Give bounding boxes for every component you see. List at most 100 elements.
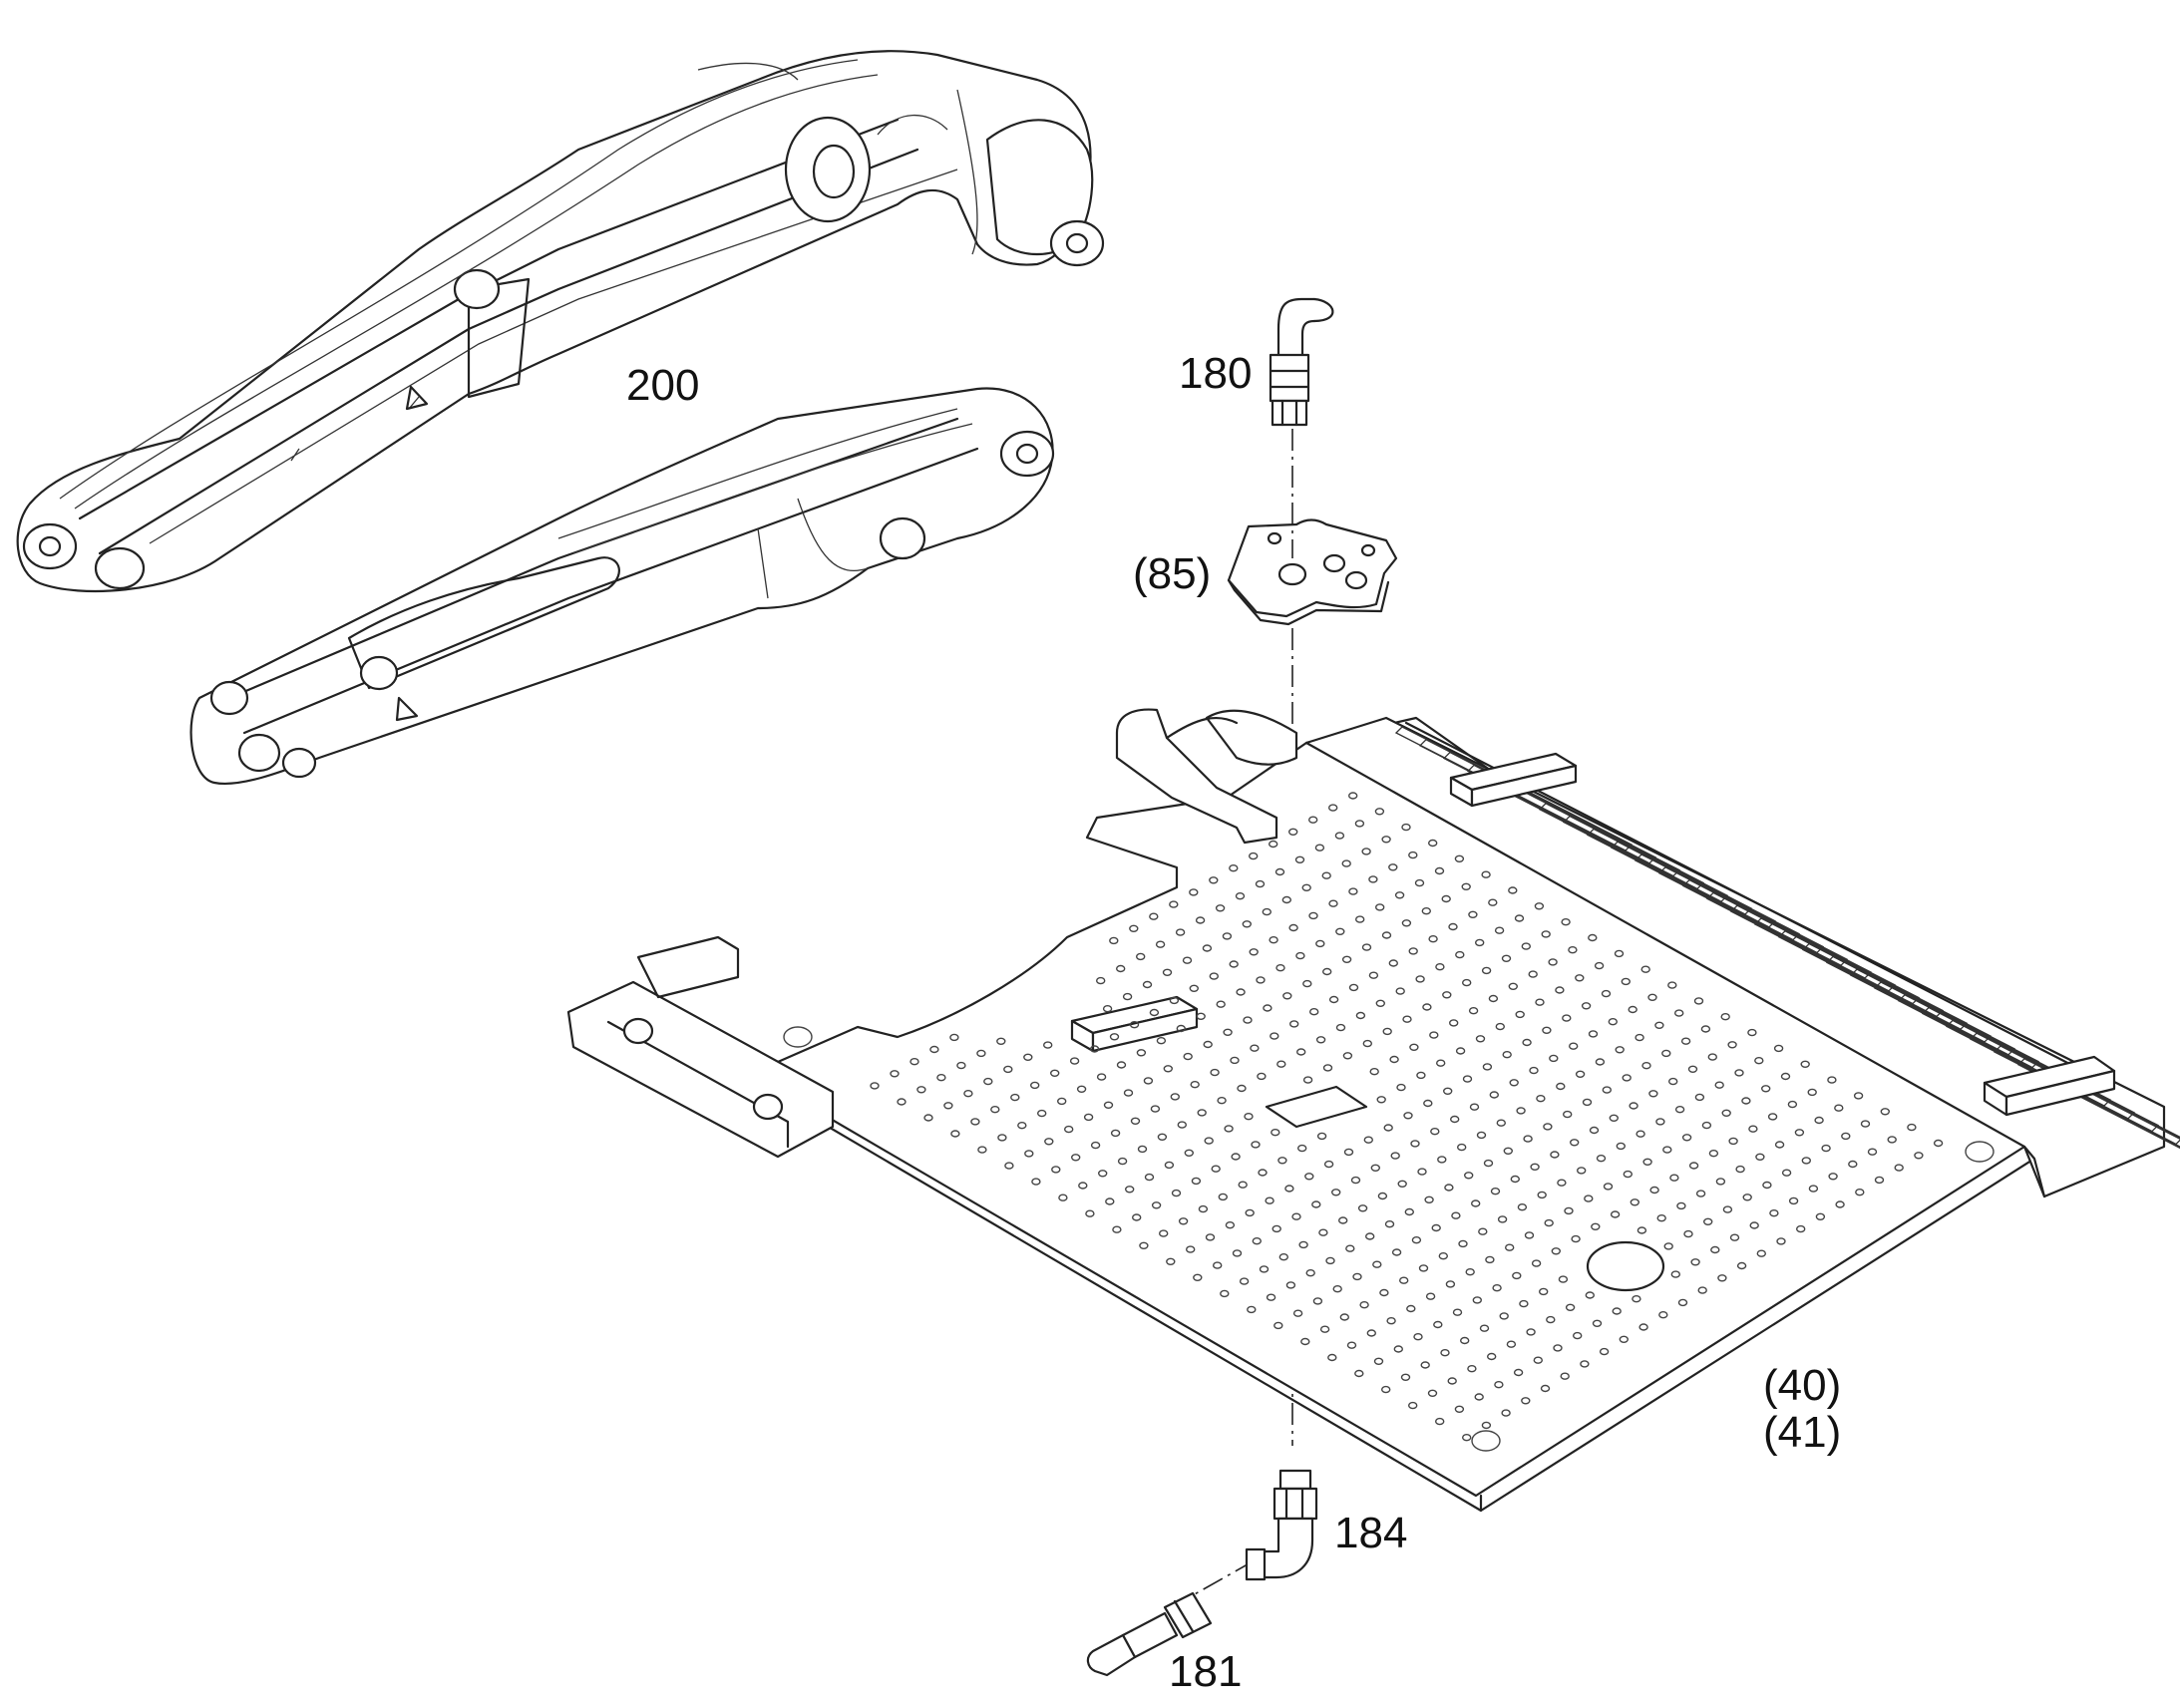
perforation-hole <box>1175 928 1186 936</box>
perforation-hole <box>1776 1237 1786 1245</box>
perforation-hole <box>1428 935 1438 943</box>
callout-85: (85) <box>1133 549 1212 598</box>
perforation-hole <box>1210 1068 1220 1077</box>
perforation-hole <box>1249 948 1259 956</box>
perforation-hole <box>1063 1125 1074 1134</box>
perforation-hole <box>1568 1042 1579 1050</box>
perforation-hole <box>1560 1372 1570 1380</box>
perforation-hole <box>1561 918 1571 926</box>
perforation-hole <box>1388 959 1399 967</box>
perforation-hole <box>1721 1109 1731 1118</box>
perforation-hole <box>1339 1313 1350 1321</box>
perforation-hole <box>1461 882 1471 890</box>
perforation-hole <box>1609 1114 1620 1123</box>
perforation-hole <box>1069 1057 1080 1065</box>
perforation-hole <box>1010 1093 1020 1102</box>
perforation-hole <box>1136 1049 1147 1057</box>
perforation-hole <box>1835 1200 1845 1208</box>
perforation-hole <box>1328 899 1338 907</box>
perforation-hole <box>1454 1405 1465 1414</box>
perforation-hole <box>1519 1299 1529 1308</box>
perforation-hole <box>1596 1154 1607 1163</box>
perforation-hole <box>890 1070 900 1078</box>
perforation-hole <box>1569 1139 1580 1147</box>
perforation-hole <box>1278 1252 1289 1261</box>
perforation-hole <box>1350 1176 1361 1185</box>
perforation-hole <box>1588 933 1598 942</box>
perforation-hole <box>1282 992 1292 1000</box>
perforation-hole <box>1481 870 1491 878</box>
perforation-hole <box>1357 1204 1368 1212</box>
perforation-hole <box>1205 1233 1216 1241</box>
perforation-hole <box>1814 1116 1824 1125</box>
perforation-hole <box>1231 1153 1241 1161</box>
perforation-hole <box>1492 1283 1502 1292</box>
perforation-hole <box>1496 1119 1507 1127</box>
perforation-hole <box>1425 1292 1436 1300</box>
perforation-hole <box>1427 839 1438 848</box>
perforation-hole <box>1230 1056 1240 1065</box>
perforation-hole <box>1144 1173 1155 1182</box>
perforation-hole <box>1302 979 1312 988</box>
perforation-hole <box>1821 1144 1831 1153</box>
perforation-hole <box>1379 1288 1389 1297</box>
perforation-hole <box>1449 1115 1460 1124</box>
perforation-hole <box>1323 1160 1334 1169</box>
perforation-hole <box>1508 982 1519 990</box>
perforation-hole <box>1794 1129 1805 1137</box>
perforation-hole <box>1281 895 1292 904</box>
perforation-hole <box>1355 1011 1366 1020</box>
perforation-hole <box>1741 1097 1751 1105</box>
perforation-hole <box>1722 1205 1733 1213</box>
perforation-hole <box>1479 1324 1490 1332</box>
perforation-hole <box>1307 816 1318 824</box>
perforation-hole <box>1677 1298 1688 1307</box>
perforation-hole <box>1459 1336 1470 1345</box>
perforation-hole <box>1521 1397 1531 1405</box>
perforation-hole <box>1907 1123 1917 1132</box>
perforation-hole <box>1636 1226 1647 1234</box>
perforation-hole <box>1447 1377 1457 1385</box>
perforation-hole <box>1401 823 1411 832</box>
perforation-hole <box>1354 915 1365 923</box>
perforation-hole <box>1591 1222 1601 1231</box>
perforation-hole <box>1616 1142 1627 1151</box>
perforation-hole <box>1434 866 1445 875</box>
perforation-hole <box>1361 848 1371 855</box>
perforation-hole <box>1448 922 1458 931</box>
perforation-hole <box>1298 1240 1308 1249</box>
perforation-hole <box>1090 1141 1101 1150</box>
perforation-hole <box>1284 1185 1294 1193</box>
perforation-hole <box>1509 1079 1519 1087</box>
perforation-hole <box>1760 1085 1771 1093</box>
perforation-hole <box>1193 1273 1203 1282</box>
perforation-hole <box>1647 993 1657 1001</box>
perforation-hole <box>1769 1208 1779 1217</box>
perforation-hole <box>1302 1076 1313 1084</box>
perforation-hole <box>936 1073 946 1082</box>
perforation-hole <box>1834 1104 1844 1112</box>
perforation-hole <box>976 1049 986 1058</box>
perforation-hole <box>1440 1348 1450 1357</box>
perforation-hole <box>1510 1175 1521 1184</box>
perforation-hole <box>1435 963 1445 971</box>
perforation-hole <box>1097 1170 1108 1178</box>
perforation-hole <box>1610 1210 1621 1218</box>
perforation-hole <box>1391 1248 1402 1256</box>
perforation-hole <box>1332 1284 1342 1293</box>
perforation-hole <box>1795 1224 1806 1233</box>
perforation-hole <box>1348 887 1358 895</box>
perforation-hole <box>1413 1332 1423 1341</box>
perforation-hole <box>1158 1229 1169 1237</box>
perforation-hole <box>1236 988 1246 996</box>
perforation-hole <box>1748 1125 1758 1133</box>
perforation-hole <box>1422 1003 1432 1011</box>
perforation-hole <box>1427 1389 1438 1398</box>
perforation-hole <box>1815 1212 1826 1221</box>
mounting-plate-85 <box>1227 518 1398 626</box>
perforation-hole <box>1304 1173 1314 1181</box>
perforation-hole <box>1416 1071 1426 1080</box>
perforation-hole <box>1056 1097 1067 1106</box>
perforation-hole <box>1163 1065 1174 1073</box>
perforation-hole <box>1325 1256 1335 1265</box>
